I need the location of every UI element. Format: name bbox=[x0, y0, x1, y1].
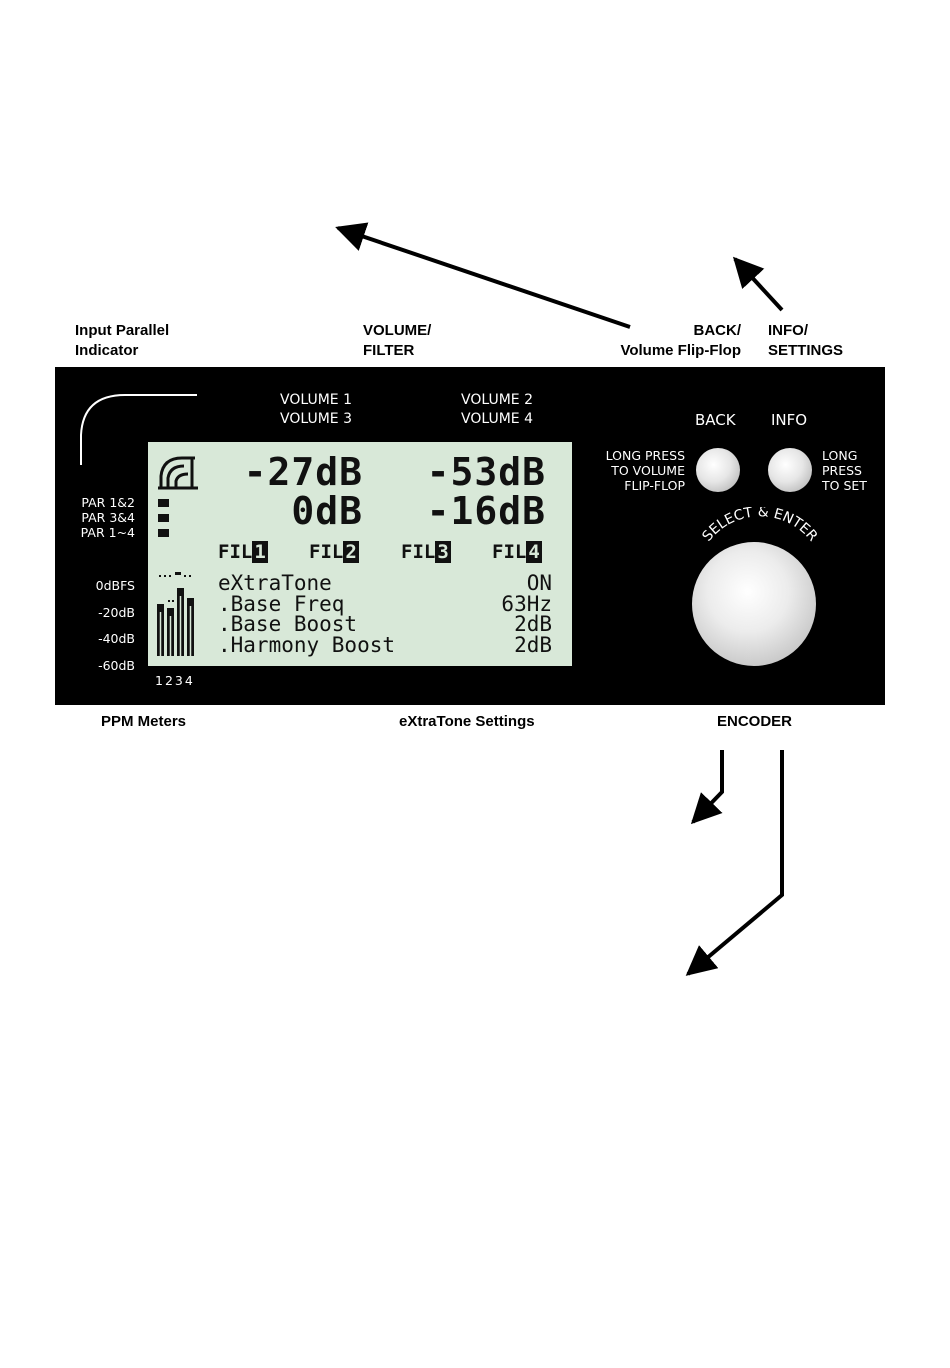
filter-prefix: FIL bbox=[309, 541, 344, 563]
info-button[interactable] bbox=[768, 448, 812, 492]
filter-number: 3 bbox=[435, 541, 451, 563]
volume-left-labels: VOLUME 1 VOLUME 3 bbox=[280, 391, 352, 429]
encoder-label: SELECT & ENTER bbox=[699, 507, 820, 545]
callout-line: Indicator bbox=[75, 342, 139, 359]
setting-label: eXtraTone bbox=[218, 571, 332, 595]
callout-line: SETTINGS bbox=[768, 342, 844, 359]
callout-volume-filter: VOLUME/ FILTER bbox=[363, 321, 431, 361]
arrow-encoder-long bbox=[685, 750, 784, 976]
callout-line: VOLUME/ bbox=[363, 322, 432, 339]
callout-line: Input Parallel bbox=[75, 322, 170, 339]
setting-row-base-boost: .Base Boost 2dB bbox=[218, 614, 572, 635]
hint-line: LONG bbox=[822, 448, 858, 463]
callout-info: INFO/ SETTINGS bbox=[768, 321, 843, 361]
setting-row-harmony-boost: .Harmony Boost 2dB bbox=[218, 632, 572, 657]
filter-prefix: FIL bbox=[492, 541, 527, 563]
back-button-label: BACK bbox=[695, 411, 736, 429]
parallel-icon bbox=[158, 456, 198, 490]
volume-2-value: -53dB bbox=[426, 450, 546, 494]
setting-row-base-freq: .Base Freq 63Hz bbox=[218, 591, 572, 616]
meter-scale-label: 0dBFS bbox=[95, 578, 135, 593]
meter-scale: 0dBFS -20dB -40dB -60dB bbox=[69, 573, 135, 679]
volume-3-value: 0dB bbox=[291, 489, 363, 533]
volume-label: VOLUME 3 bbox=[280, 411, 352, 427]
volume-label: VOLUME 1 bbox=[280, 392, 352, 408]
volume-label: VOLUME 4 bbox=[461, 411, 533, 427]
par-labels: PAR 1&2 PAR 3&4 PAR 1~4 bbox=[69, 495, 135, 540]
setting-label: .Base Freq bbox=[218, 591, 345, 616]
volume-4-value: -16dB bbox=[426, 489, 546, 533]
par-label: PAR 3&4 bbox=[81, 510, 135, 525]
setting-label: .Harmony Boost bbox=[218, 632, 396, 657]
callout-input-parallel: Input Parallel Indicator bbox=[75, 321, 169, 361]
filter-number: 4 bbox=[526, 541, 542, 563]
ppm-meter-graphic bbox=[157, 572, 194, 656]
par-label: PAR 1&2 bbox=[81, 495, 135, 510]
setting-value: 2dB bbox=[514, 612, 552, 636]
par-indicator-1-2 bbox=[158, 499, 169, 507]
volume-right-labels: VOLUME 2 VOLUME 4 bbox=[461, 391, 533, 429]
info-button-label: INFO bbox=[771, 411, 808, 429]
hint-line: TO VOLUME bbox=[611, 463, 685, 478]
par-indicator-3-4 bbox=[158, 514, 169, 522]
callout-line: INFO/ bbox=[768, 322, 808, 339]
par-label: PAR 1~4 bbox=[80, 525, 135, 540]
hint-line: PRESS bbox=[822, 463, 862, 478]
callout-line: BACK/ bbox=[693, 322, 742, 339]
arrow-encoder-short bbox=[690, 750, 724, 825]
filter-prefix: FIL bbox=[218, 541, 253, 563]
hint-line: LONG PRESS bbox=[605, 448, 685, 463]
back-long-press-text: LONG PRESS TO VOLUME FLIP-FLOP bbox=[575, 448, 685, 493]
encoder-label-arc: SELECT & ENTER bbox=[699, 507, 820, 545]
svg-text:SELECT & ENTER: SELECT & ENTER bbox=[699, 507, 820, 545]
setting-value: ON bbox=[526, 571, 552, 595]
setting-label: .Base Boost bbox=[218, 612, 358, 636]
hint-line: FLIP-FLOP bbox=[624, 478, 685, 493]
volume-1-value: -27dB bbox=[243, 450, 363, 494]
info-long-press-text: LONG PRESS TO SET bbox=[822, 448, 867, 493]
callout-back: BACK/ Volume Flip-Flop bbox=[560, 321, 741, 361]
filter-number: 2 bbox=[343, 541, 359, 563]
setting-row-extratone: eXtraTone ON bbox=[218, 573, 572, 594]
arrow-volume-filter bbox=[335, 222, 631, 329]
filter-prefix: FIL bbox=[401, 541, 436, 563]
select-enter-encoder[interactable] bbox=[692, 542, 816, 666]
meter-scale-label: -20dB bbox=[98, 604, 135, 620]
filter-number: 1 bbox=[252, 541, 268, 563]
callout-ppm-meters: PPM Meters bbox=[101, 713, 187, 730]
hint-line: TO SET bbox=[822, 478, 867, 493]
callout-line: FILTER bbox=[363, 342, 415, 359]
meter-scale-label: -60dB bbox=[98, 657, 135, 673]
callout-extratone-settings: eXtraTone Settings bbox=[399, 713, 535, 730]
meter-scale-label: -40dB bbox=[98, 631, 135, 646]
callout-line: Volume Flip-Flop bbox=[620, 342, 741, 359]
parallel-indicator-curve bbox=[80, 394, 197, 465]
arrow-info bbox=[732, 256, 784, 312]
meter-channels: 1234 bbox=[155, 673, 195, 688]
par-indicator-1-4 bbox=[158, 529, 169, 537]
callout-encoder: ENCODER bbox=[717, 713, 793, 730]
back-button[interactable] bbox=[696, 448, 740, 492]
device-front-panel: VOLUME 1 VOLUME 3 VOLUME 2 VOLUME 4 PAR … bbox=[55, 367, 885, 705]
setting-value: 63Hz bbox=[501, 591, 552, 616]
volume-label: VOLUME 2 bbox=[461, 392, 533, 408]
setting-value: 2dB bbox=[514, 632, 552, 657]
